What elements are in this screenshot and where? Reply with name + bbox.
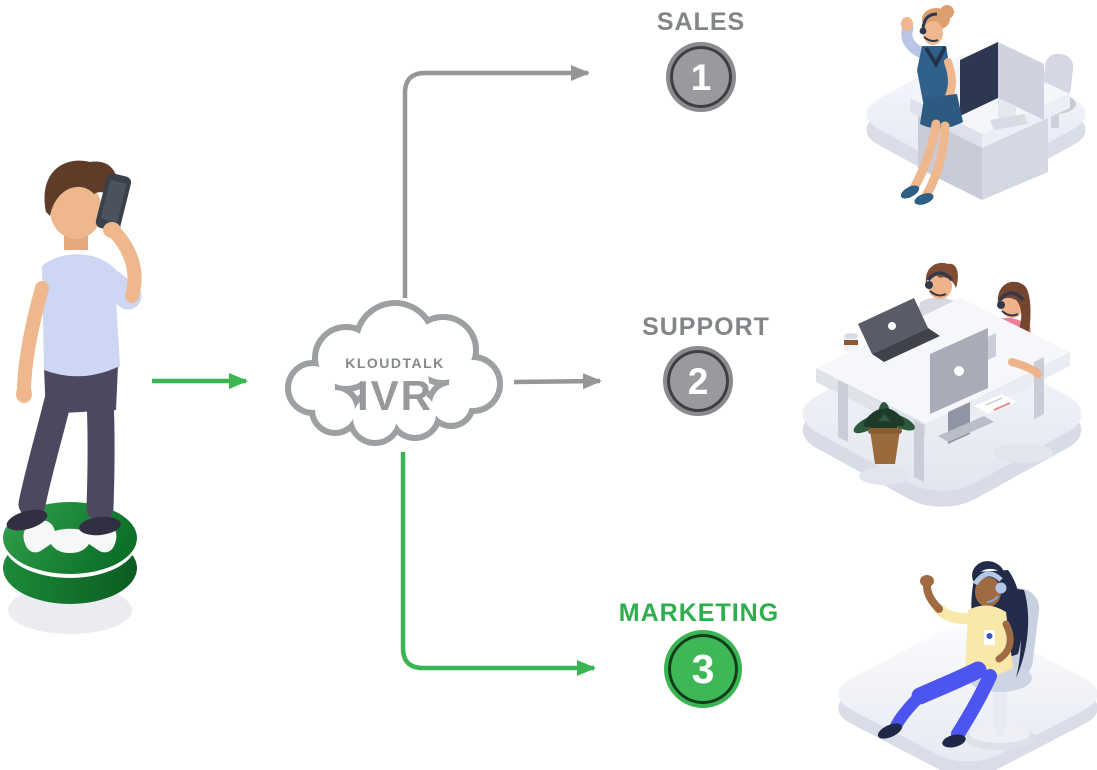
ivr-cloud: KLOUDTALK IVR [285, 300, 503, 446]
marketing-label: MARKETING [618, 599, 780, 627]
cloud-brand-label: KLOUDTALK [345, 355, 445, 371]
caller-illustration [3, 160, 142, 634]
laptop-dark [858, 298, 940, 362]
sales-agent-illustration [866, 5, 1086, 205]
sales-agent-heel [900, 185, 920, 199]
arrow-ivr-to-marketing [400, 452, 596, 676]
marketing-agent-shoe [877, 723, 903, 739]
caller-hair [44, 160, 119, 216]
id-badge [984, 630, 995, 645]
desktop-monitor [960, 42, 1044, 130]
cloud-title: IVR [357, 372, 433, 419]
headset-icon [926, 271, 954, 282]
smartphone-icon [95, 173, 132, 232]
marketing-agent-illustration [838, 561, 1097, 770]
sales-label: SALES [656, 8, 746, 36]
support-team-illustration [802, 262, 1082, 507]
support-number: 2 [687, 360, 709, 402]
arrow-ivr-to-support [513, 373, 602, 390]
caller-face [50, 181, 102, 239]
arrow-ivr-to-sales [402, 65, 590, 298]
support-agent-male-hair [925, 262, 958, 288]
potted-plant [853, 402, 915, 464]
support-number-badge: 2 [663, 346, 733, 416]
sales-agent [900, 5, 963, 205]
support-label: SUPPORT [642, 313, 770, 341]
coffee-cup [844, 333, 858, 352]
caller-shoe-right [79, 516, 121, 536]
marketing-agent [877, 561, 1029, 748]
sales-number-badge: 1 [666, 42, 736, 112]
marketing-number: 3 [691, 645, 715, 692]
notepad [974, 394, 1016, 414]
marketing-number-badge: 3 [664, 630, 742, 708]
caller-shoe-left [6, 509, 48, 531]
headset-icon [921, 12, 938, 30]
laptop-light [930, 328, 994, 444]
headset-icon [998, 291, 1025, 302]
sales-number: 1 [690, 56, 712, 98]
headset-icon [972, 571, 1003, 586]
caller-person [6, 160, 142, 536]
support-agent-male-face [928, 273, 952, 299]
